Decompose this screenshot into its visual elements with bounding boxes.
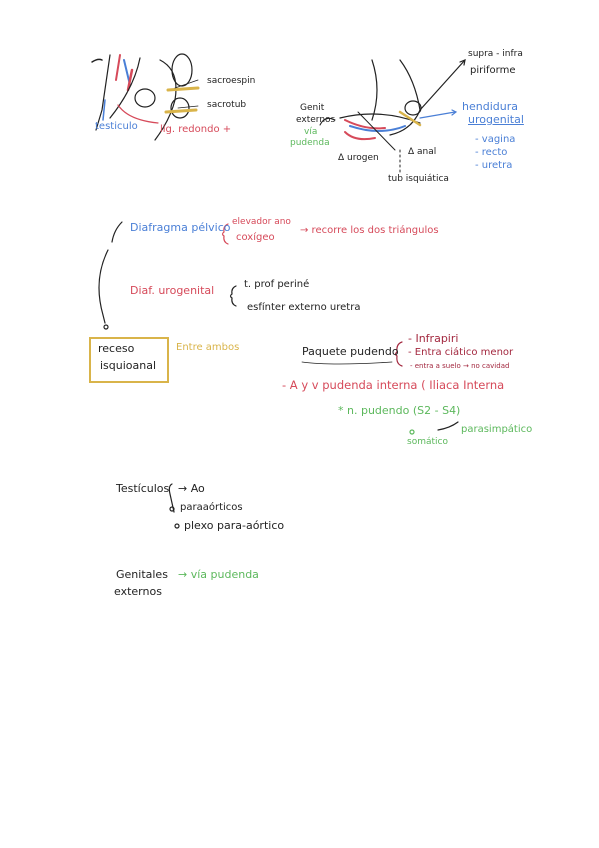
label-somatico: somático <box>407 437 448 447</box>
label-coxigeo: coxígeo <box>236 232 275 243</box>
label-diafragma-pelvico: Diafragma pélvico <box>130 221 231 234</box>
label-plexo: plexo para-aórtico <box>184 519 285 532</box>
label-hendidura-1: hendidura <box>462 100 518 113</box>
label-piriforme: piriforme <box>470 65 516 76</box>
perineum-sketch-right <box>319 59 466 176</box>
label-via-2: pudenda <box>290 138 330 148</box>
label-supra-infra: supra - infra <box>468 49 523 59</box>
label-diaf-urogenital: Diaf. urogenital <box>130 284 215 297</box>
pelvis-sketch-left <box>91 53 200 141</box>
label-testiculos: Testículos <box>116 482 170 495</box>
label-receso-1: receso <box>98 342 135 355</box>
label-infrapiri: - Infrapiri <box>408 332 459 345</box>
label-paraaorticos: paraaórticos <box>180 502 243 513</box>
label-paquete-pudendo: Paquete pudendo <box>302 345 399 358</box>
label-vagina: - vagina <box>475 134 516 145</box>
label-genit-1: Genit <box>300 103 325 113</box>
label-entra-suelo: - entra a suelo → no cavidad <box>410 362 510 370</box>
label-recto: - recto <box>475 147 508 158</box>
label-prof-perine: t. prof periné <box>244 279 310 290</box>
bracket-lines <box>98 221 459 529</box>
label-parasimpatico: parasimpático <box>461 424 533 435</box>
label-via-pudenda: → vía pudenda <box>178 568 259 581</box>
label-tri-urogen: Δ urogen <box>338 153 379 163</box>
label-receso-2: isquioanal <box>100 359 157 372</box>
label-a-y-v-pudenda: - A y v pudenda interna ( Iliaca Interna <box>282 378 505 392</box>
label-esfinter: esfínter externo uretra <box>247 302 361 313</box>
label-testiculo: testiculo <box>95 121 138 132</box>
label-recorre: → recorre los dos triángulos <box>300 225 439 236</box>
label-tub-isquiatica: tub isquiática <box>388 174 449 184</box>
label-entra-ciatico: - Entra ciático menor <box>408 347 514 358</box>
label-tri-anal: Δ anal <box>408 147 437 157</box>
label-genitales-1: Genitales <box>116 568 168 581</box>
label-ao: → Ao <box>178 482 205 495</box>
label-entre-ambos: Entre ambos <box>176 342 240 353</box>
label-sacrotub: sacrotub <box>207 100 247 110</box>
label-lig-redondo: lig. redondo + <box>160 124 232 135</box>
label-n-pudendo: * n. pudendo (S2 - S4) <box>338 404 461 417</box>
label-hendidura-2: urogenital <box>468 113 524 126</box>
label-genitales-2: externos <box>114 585 162 598</box>
label-sacroespin: sacroespin <box>207 76 256 86</box>
label-via-1: vía <box>304 127 318 137</box>
receso-box <box>89 337 169 383</box>
label-genit-2: externos <box>296 115 336 125</box>
label-uretra: - uretra <box>475 160 513 171</box>
label-elevador-ano: elevador ano <box>232 217 291 227</box>
